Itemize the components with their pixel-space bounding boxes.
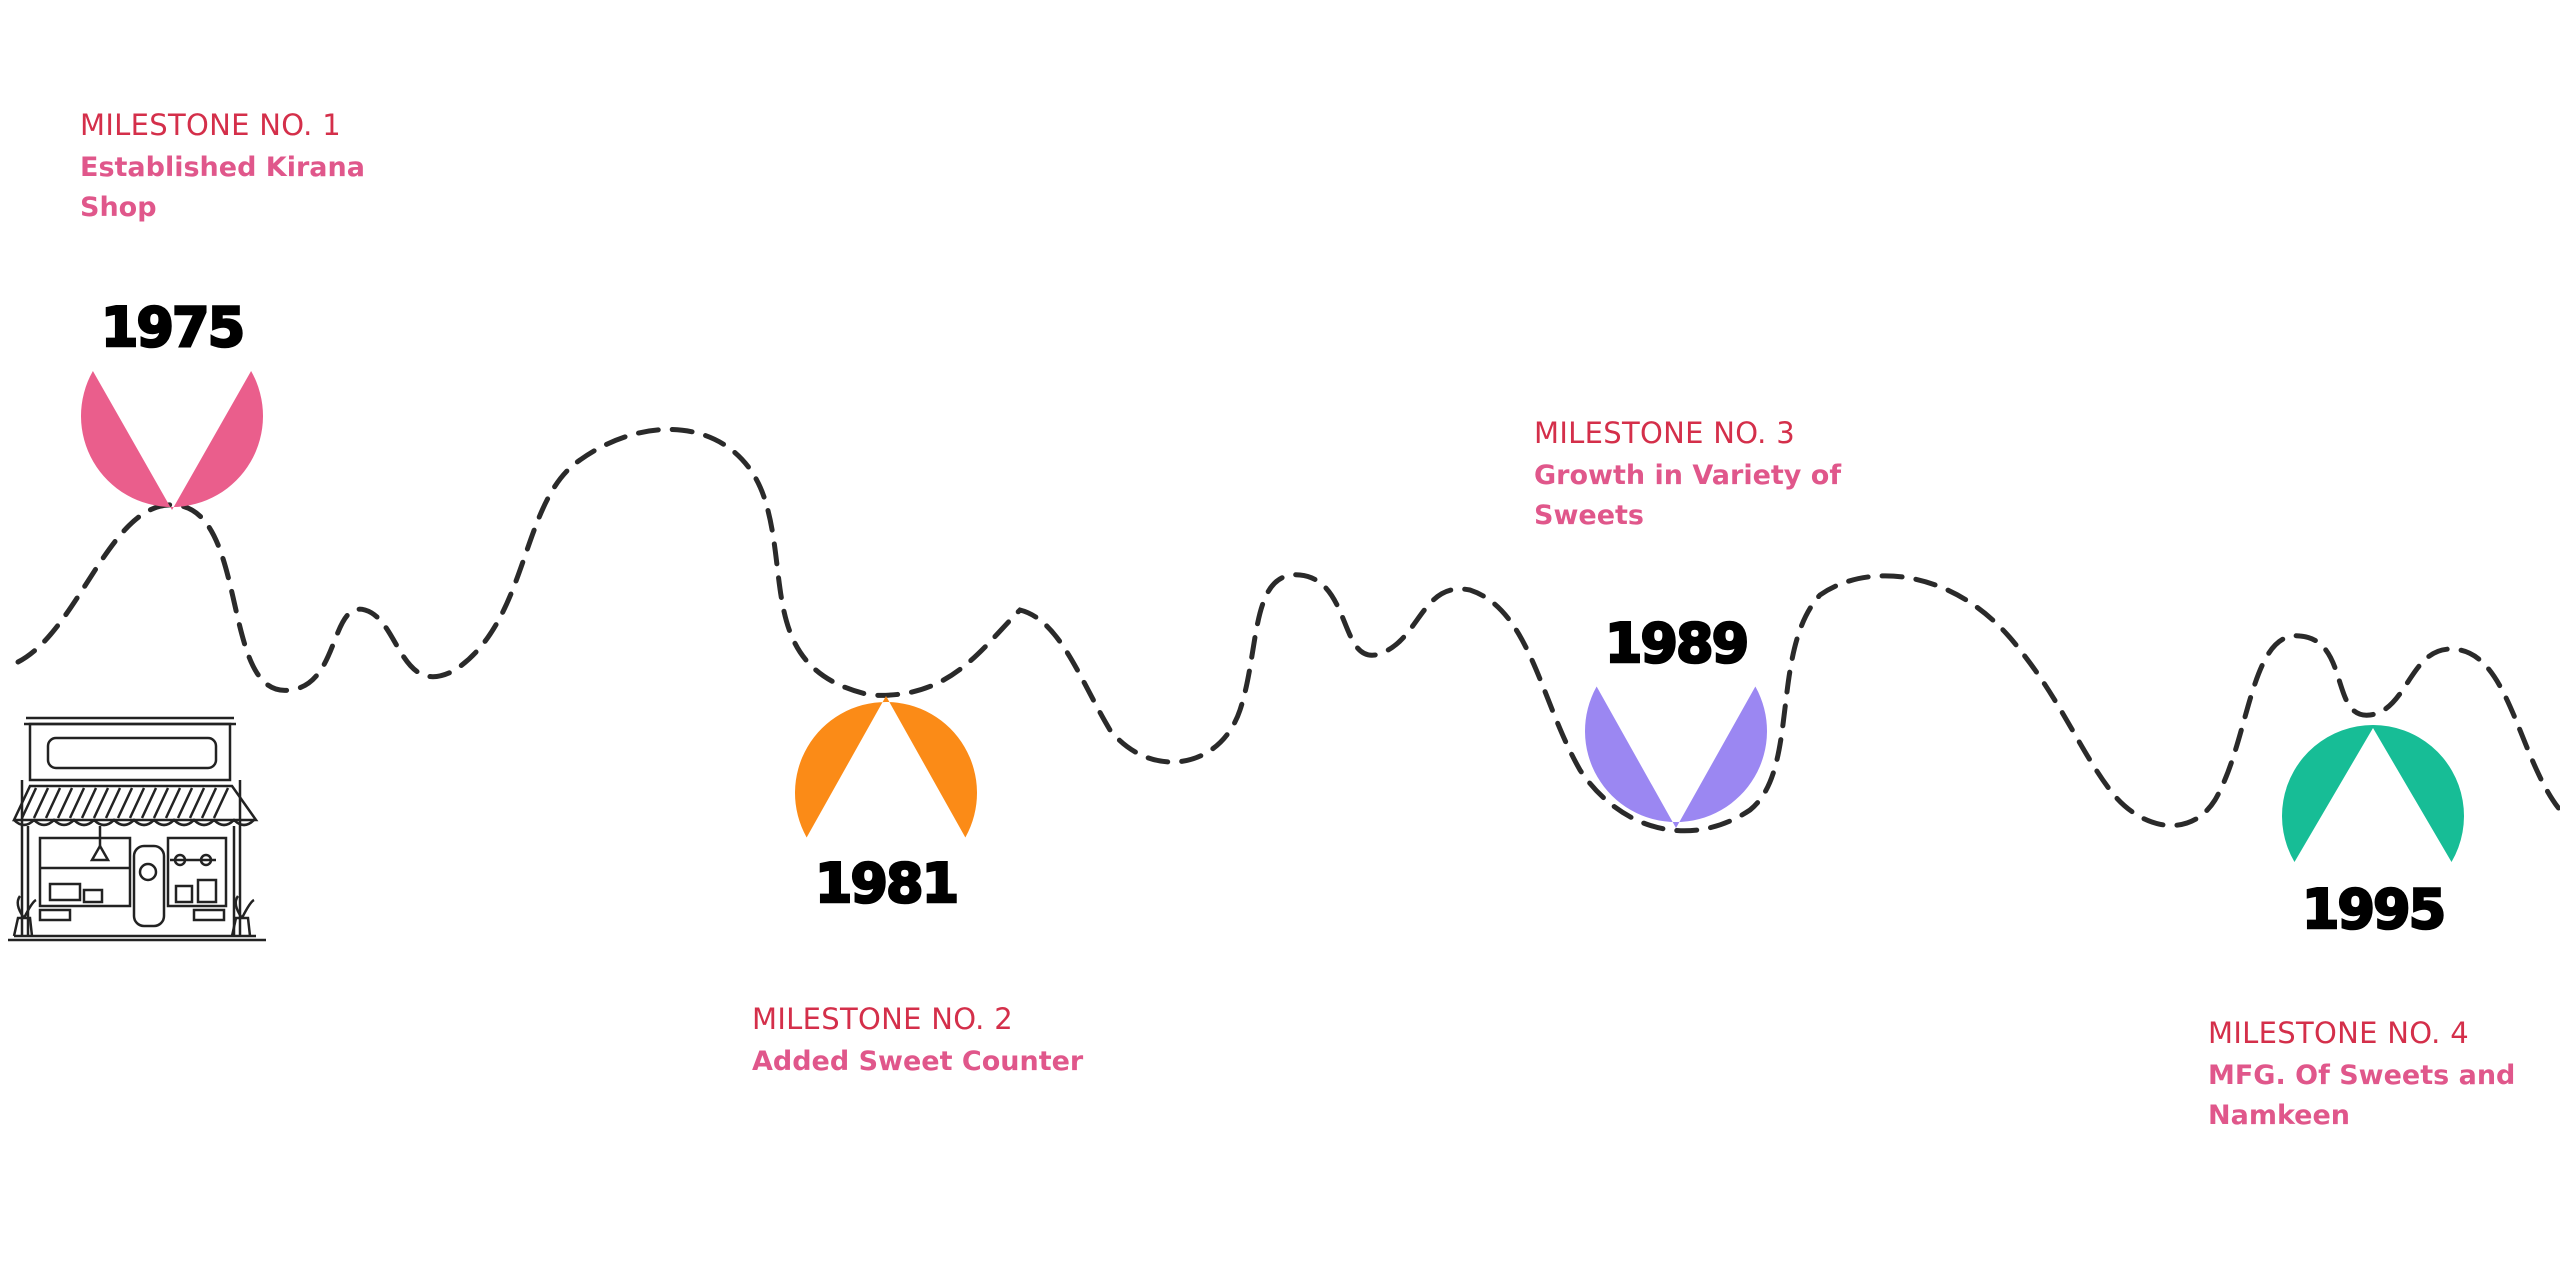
milestone-3-year: 1989 bbox=[1605, 612, 1747, 675]
milestone-3-marker: 1989 bbox=[1585, 574, 1767, 828]
milestone-2-marker: 1981 bbox=[795, 696, 978, 950]
milestone-1-description: Established Kirana Shop bbox=[80, 152, 365, 223]
milestone-3-description: Growth in Variety of Sweets bbox=[1534, 460, 1842, 531]
map-pin-icon bbox=[81, 371, 263, 510]
year-badge bbox=[1608, 574, 1744, 710]
milestone-1-title: MILESTONE NO. 1 bbox=[80, 108, 341, 142]
milestone-1-label: MILESTONE NO. 1 Established Kirana Shop bbox=[80, 108, 380, 228]
milestone-2-year: 1981 bbox=[815, 852, 957, 915]
drop-marker-icon bbox=[795, 696, 978, 838]
year-badge bbox=[818, 814, 954, 950]
milestone-4-title: MILESTONE NO. 4 bbox=[2208, 1016, 2469, 1050]
milestone-2-description: Added Sweet Counter bbox=[752, 1046, 1084, 1077]
year-badge bbox=[104, 258, 240, 394]
map-pin-icon bbox=[1585, 686, 1767, 828]
milestone-2-title: MILESTONE NO. 2 bbox=[752, 1002, 1013, 1036]
drop-marker-icon bbox=[2282, 724, 2465, 862]
year-badge bbox=[2305, 840, 2441, 976]
milestone-1-marker: 1975 bbox=[81, 258, 263, 510]
milestone-2-label: MILESTONE NO. 2 Added Sweet Counter bbox=[752, 1002, 1172, 1082]
milestone-4-description: MFG. Of Sweets and Namkeen bbox=[2208, 1060, 2516, 1131]
milestone-4-label: MILESTONE NO. 4 MFG. Of Sweets and Namke… bbox=[2208, 1016, 2528, 1136]
storefront-icon bbox=[8, 716, 266, 942]
dashed-road-path bbox=[15, 426, 2560, 834]
milestone-4-year: 1995 bbox=[2302, 878, 2444, 941]
milestone-1-year: 1975 bbox=[101, 296, 243, 359]
milestone-4-marker: 1995 bbox=[2282, 724, 2465, 976]
milestone-3-label: MILESTONE NO. 3 Growth in Variety of Swe… bbox=[1534, 416, 1854, 536]
milestone-3-title: MILESTONE NO. 3 bbox=[1534, 416, 1795, 450]
